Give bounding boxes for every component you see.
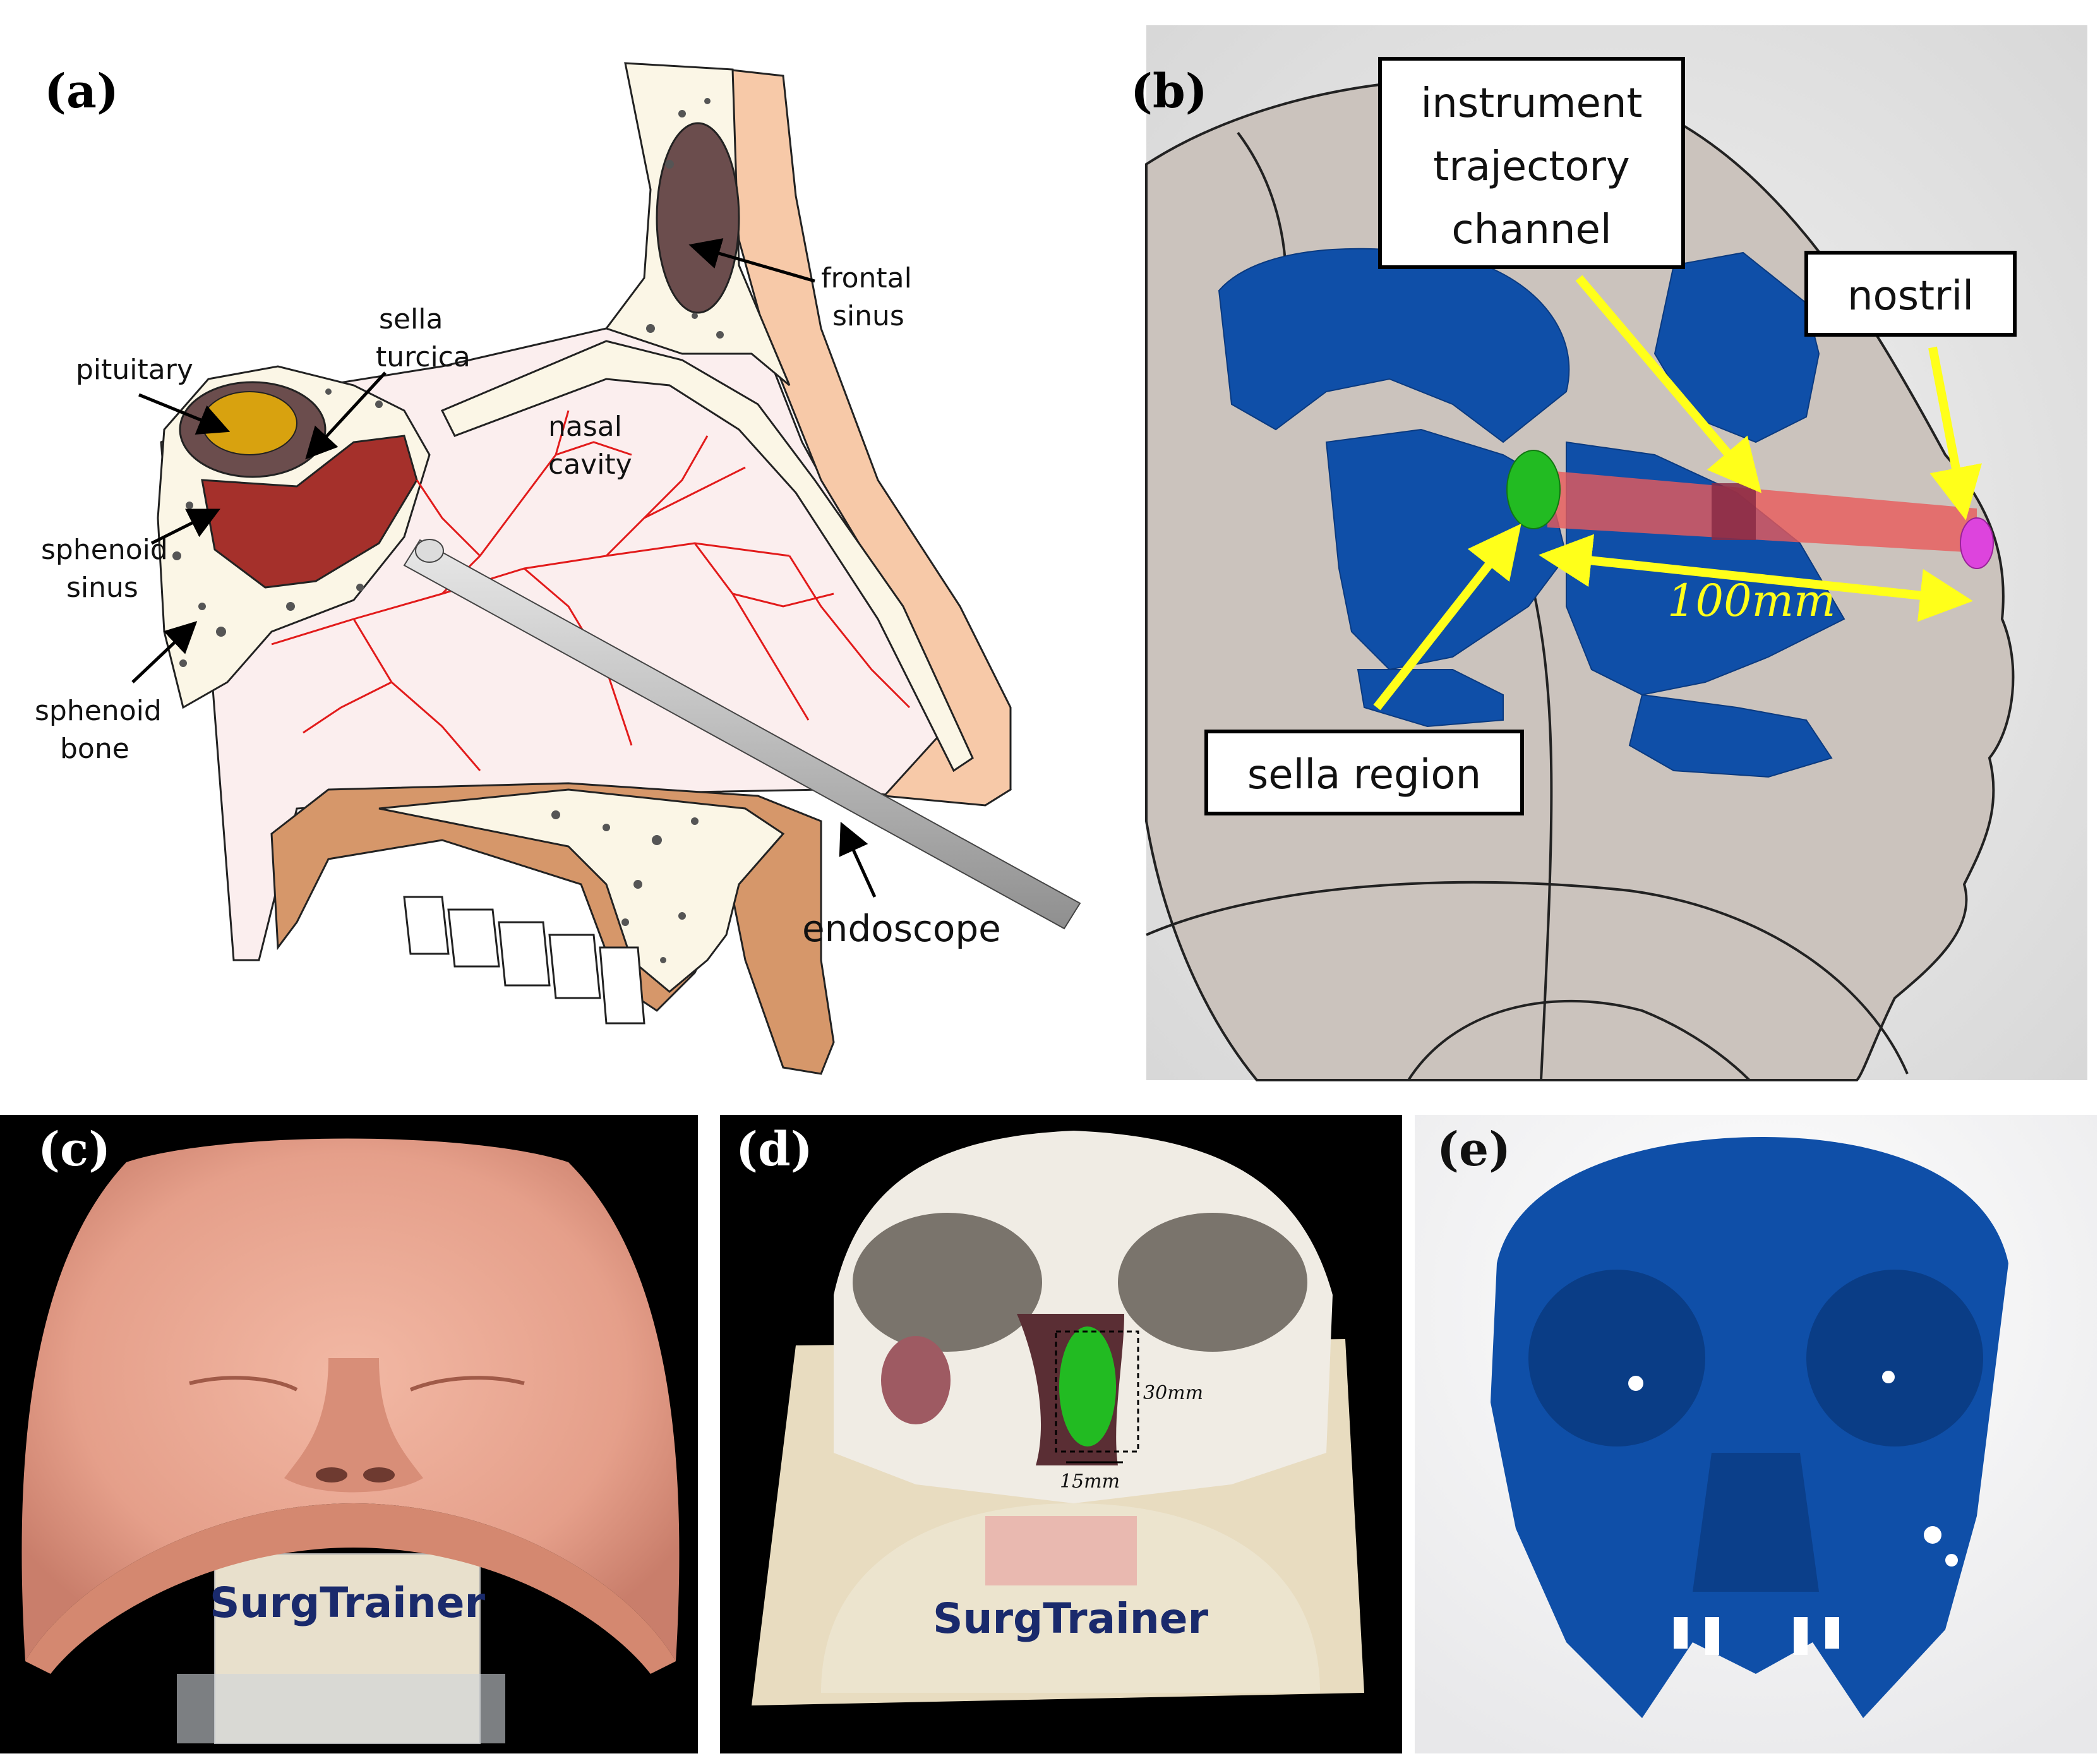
- panel-e: (e): [1415, 1115, 2097, 1753]
- velcro-patch: [985, 1516, 1137, 1585]
- dimension-height: 30mm: [1143, 1382, 1203, 1404]
- orbit-left-mesh: [1528, 1270, 1705, 1446]
- label-channel-2: trajectory: [1433, 143, 1629, 190]
- nostril-marker: [1960, 517, 1994, 569]
- label-sphenoid-sinus-1: sphenoid: [41, 534, 168, 566]
- brand-logo-d: SurgTrainer: [933, 1594, 1209, 1643]
- dimension-width: 15mm: [1060, 1470, 1120, 1493]
- head-contour-lines: [1146, 131, 1909, 1081]
- maxillary-sinus-window: [881, 1336, 951, 1424]
- panel-c-letter: (c): [38, 1122, 111, 1177]
- label-nostril: nostril: [1847, 273, 1974, 320]
- mask-lower-rim: [25, 1503, 676, 1674]
- teeth: [403, 896, 645, 1025]
- mesh-holes: [1628, 1371, 1958, 1655]
- acrylic-base: [177, 1674, 505, 1743]
- label-nasal-1: nasal: [548, 411, 622, 443]
- endoscope: [403, 539, 1081, 930]
- nasal-aperture-mesh: [1693, 1453, 1819, 1592]
- brand-logo-c: SurgTrainer: [210, 1579, 486, 1627]
- box-sella-region: sella region: [1204, 730, 1524, 815]
- panel-a: (a): [35, 62, 1081, 1075]
- pituitary-gland: [201, 391, 297, 455]
- label-nasal-2: cavity: [548, 448, 632, 481]
- mask-eyes: [189, 1376, 525, 1392]
- panel-e-letter: (e): [1437, 1122, 1511, 1177]
- nostril-left: [316, 1467, 347, 1482]
- palate-speckles: [551, 810, 699, 963]
- label-sphenoid-bone-1: sphenoid: [35, 695, 162, 727]
- palate-bone: [378, 788, 785, 993]
- nasal-bone: [440, 340, 974, 773]
- label-sphenoid-bone-2: bone: [60, 733, 129, 765]
- panel-a-arrows: [131, 238, 877, 898]
- label-endoscope: endoscope: [802, 907, 1001, 950]
- box-instrument-channel: instrument trajectory channel: [1378, 57, 1685, 269]
- label-sella-1: sella: [379, 303, 443, 335]
- label-channel-1: instrument: [1420, 80, 1642, 127]
- label-sella-2: turcica: [376, 341, 471, 373]
- dimension-box: [1055, 1330, 1139, 1453]
- panel-a-letter: (a): [44, 64, 119, 119]
- sella-green-marker: [1506, 450, 1561, 529]
- panel-d-letter: (d): [736, 1122, 813, 1177]
- sella-target-green: [1059, 1326, 1116, 1446]
- mask-nose: [284, 1358, 423, 1493]
- orbit-left: [853, 1213, 1042, 1352]
- panel-b-yellow-arrows: [1373, 275, 1983, 711]
- box-nostril: nostril: [1804, 251, 2017, 337]
- nostril-right: [363, 1467, 395, 1482]
- label-frontal-1: frontal: [821, 262, 912, 294]
- bone-speckles: [172, 98, 724, 667]
- orbit-right: [1118, 1213, 1307, 1352]
- panel-d: 30mm 15mm SurgTrainer (d): [720, 1115, 1402, 1753]
- frontal-sinus: [656, 122, 740, 314]
- blood-vessels: [271, 410, 911, 771]
- label-pituitary: pituitary: [76, 354, 193, 386]
- panel-c: SurgTrainer (c): [0, 1115, 698, 1753]
- distance-label: 100mm: [1667, 575, 1835, 627]
- orbit-right-mesh: [1806, 1270, 1983, 1446]
- label-sphenoid-sinus-2: sinus: [66, 572, 138, 604]
- panel-b-letter: (b): [1131, 64, 1208, 119]
- sphenoid-sinus: [201, 435, 418, 589]
- front-holder: [821, 1503, 1320, 1693]
- label-sella-region: sella region: [1247, 752, 1481, 798]
- label-frontal-2: sinus: [832, 300, 904, 332]
- label-channel-3: channel: [1451, 207, 1611, 253]
- panel-b: 100mm instrument trajectory channel nost…: [1131, 25, 2087, 1081]
- nose-skin: [725, 68, 1012, 807]
